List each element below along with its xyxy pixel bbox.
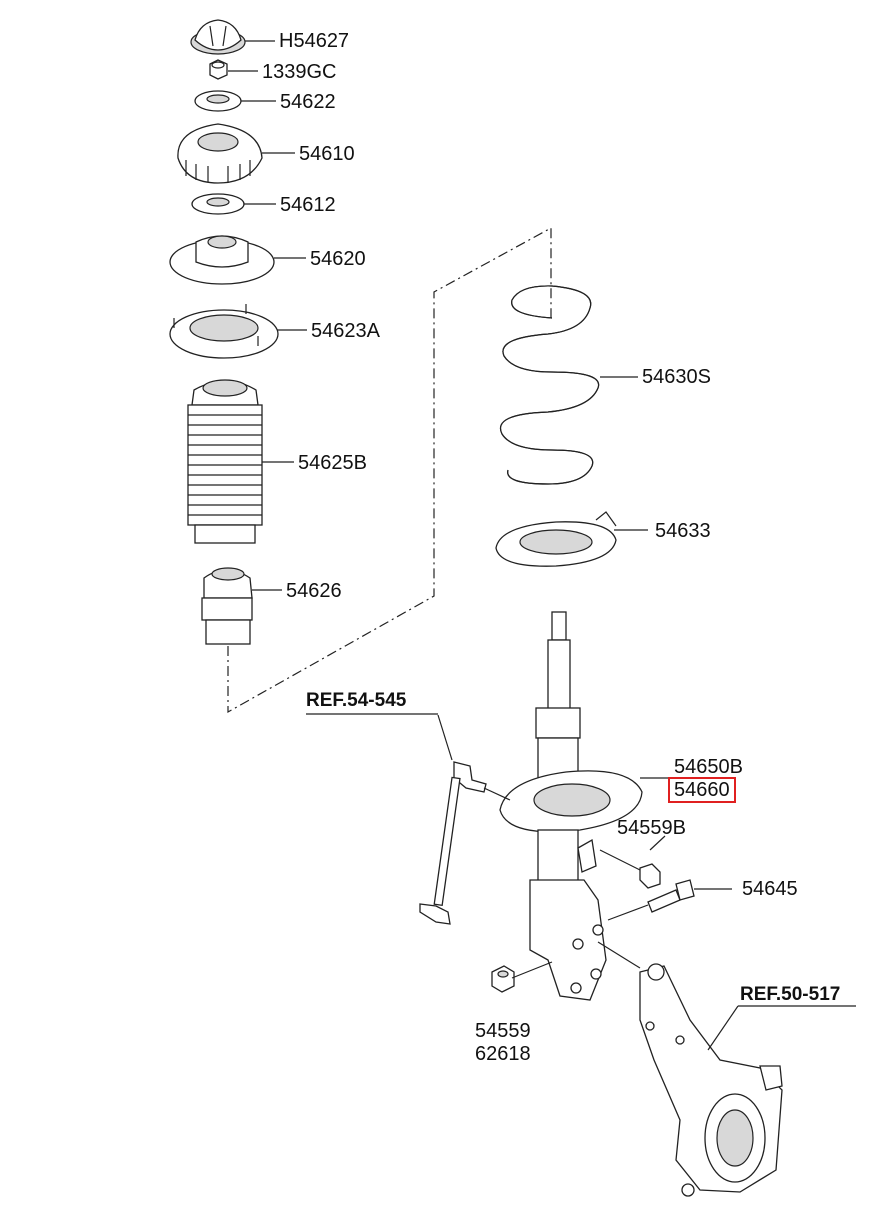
part-label: 54612: [280, 194, 336, 216]
strut-mount-icon: [177, 123, 263, 184]
upper-spring-seat-icon: [169, 235, 275, 285]
assembly-dash-line: [227, 226, 552, 714]
dust-cover-icon: [187, 379, 263, 544]
part-label: 62618: [475, 1043, 531, 1065]
reference-label: REF.54-545: [306, 690, 407, 711]
strut-assembly-icon: [499, 611, 643, 1001]
spring-pad-icon: [169, 304, 279, 359]
part-label: 54623A: [311, 320, 380, 342]
spacer-ring-icon: [191, 193, 245, 215]
nut-54559-icon: [491, 965, 515, 993]
part-label: 54630S: [642, 366, 711, 388]
part-label: 54559: [475, 1020, 531, 1042]
cap-part-icon: [190, 19, 246, 55]
reference-label: REF.50-517: [740, 984, 841, 1005]
nut-54559b-icon: [639, 863, 661, 889]
part-label: 54645: [742, 878, 798, 900]
washer-icon: [194, 90, 242, 112]
coil-spring-icon: [499, 285, 600, 485]
part-label: 54622: [280, 91, 336, 113]
stabilizer-link-icon: [419, 714, 511, 925]
part-label: H54627: [279, 30, 350, 52]
part-label: 54633: [655, 520, 711, 542]
part-label: 54626: [286, 580, 342, 602]
part-label: 54625B: [298, 452, 367, 474]
bolt-54645-icon: [647, 879, 695, 913]
part-label: 54610: [299, 143, 355, 165]
nut-icon: [209, 59, 228, 80]
lower-spring-pad-icon: [495, 511, 617, 567]
highlighted-part-label[interactable]: 54660: [668, 777, 736, 803]
part-label: 54650B: [674, 756, 743, 778]
steering-knuckle-icon: [639, 963, 783, 1197]
part-label: 54620: [310, 248, 366, 270]
part-label: 54559B: [617, 817, 686, 839]
part-label: 1339GC: [262, 61, 337, 83]
bump-stopper-icon: [201, 567, 253, 645]
